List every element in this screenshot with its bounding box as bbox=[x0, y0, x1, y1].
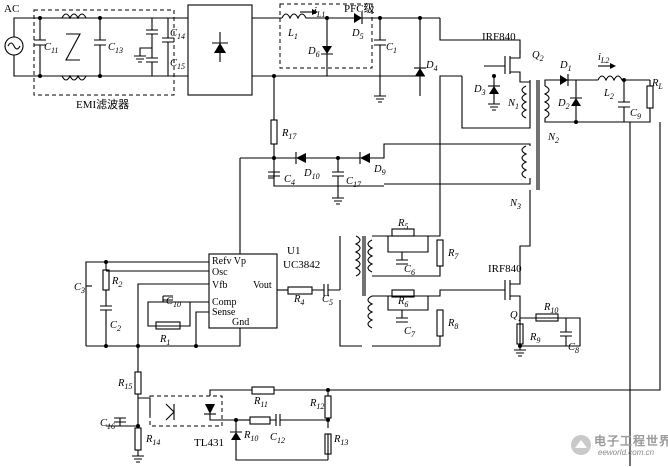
controller-ic bbox=[85, 158, 374, 347]
label-q1: Q1 bbox=[510, 310, 522, 323]
label-c1: C1 bbox=[386, 42, 397, 55]
label-d4: D4 bbox=[425, 60, 438, 73]
label-il2: iL2 bbox=[598, 52, 609, 65]
label-r9: R9 bbox=[529, 332, 540, 345]
label-r12: R12 bbox=[309, 398, 324, 411]
label-rl: RL bbox=[651, 78, 663, 91]
label-c7: C7 bbox=[404, 326, 416, 339]
label-r10a: R10 bbox=[543, 302, 558, 315]
secondary-output bbox=[560, 63, 654, 123]
label-d2: D2 bbox=[557, 98, 570, 111]
gate-drive bbox=[372, 75, 505, 347]
label-r4: R4 bbox=[293, 294, 304, 307]
component-labels: C11 C13 C14 C15 iL1 L1 D6 D5 C1 D4 Q2 D3… bbox=[44, 6, 663, 447]
emi-filter-box bbox=[24, 9, 188, 96]
label-r6: R6 bbox=[397, 296, 408, 309]
label-r8: R8 bbox=[447, 318, 458, 331]
label-d6: D6 bbox=[307, 46, 320, 59]
label-c5: C5 bbox=[322, 294, 333, 307]
label-r17: R17 bbox=[281, 128, 297, 141]
label-r1: R1 bbox=[159, 334, 170, 347]
shunt-reg-label: TL431 bbox=[194, 437, 224, 449]
label-n1: N1 bbox=[507, 98, 519, 111]
watermark-title: 电子工程世界 bbox=[594, 434, 668, 448]
pin-gnd: Gnd bbox=[232, 317, 249, 328]
label-l1: L1 bbox=[287, 28, 298, 41]
controller-pin-labels: Refv Vp Osc Vfb Comp Sense Gnd Vout bbox=[212, 256, 272, 328]
pfc-stage bbox=[279, 3, 440, 103]
label-c12: C12 bbox=[270, 432, 285, 445]
label-l2: L2 bbox=[603, 88, 614, 101]
watermark-url: eeworld.com.cn bbox=[598, 448, 655, 457]
bridge-rectifier bbox=[187, 4, 282, 96]
pfc-stage-label: PFC级 bbox=[344, 2, 375, 15]
label-d10: D10 bbox=[303, 168, 320, 181]
label-c8: C8 bbox=[568, 342, 579, 355]
label-d9: D9 bbox=[373, 164, 386, 177]
label-c6: C6 bbox=[404, 264, 415, 277]
controller-part-label: U1 bbox=[287, 245, 300, 257]
upper-switch bbox=[439, 18, 576, 190]
label-c4: C4 bbox=[284, 174, 295, 187]
label-c14: C14 bbox=[170, 28, 185, 41]
mosfet-top-label: IRF840 bbox=[482, 31, 516, 43]
pin-osc: Osc bbox=[212, 267, 228, 278]
label-c3: C3 bbox=[74, 282, 85, 295]
pin-vout: Vout bbox=[253, 280, 272, 291]
emi-filter-label: EMI滤波器 bbox=[76, 98, 129, 111]
block-labels: AC EMI滤波器 PFC级 IRF840 IRF840 U1 UC3842 T… bbox=[4, 2, 522, 449]
controller-name-label: UC3842 bbox=[283, 259, 320, 271]
label-r14: R14 bbox=[145, 434, 160, 447]
aux-supply bbox=[240, 76, 531, 205]
label-r15: R15 bbox=[117, 378, 132, 391]
label-c10: C10 bbox=[166, 296, 181, 309]
watermark-logo-icon bbox=[571, 435, 591, 455]
label-r13: R13 bbox=[333, 434, 348, 447]
label-d5: D5 bbox=[351, 28, 364, 41]
label-d3: D3 bbox=[473, 84, 486, 97]
label-r5: R5 bbox=[397, 218, 408, 231]
mosfet-bottom-label: IRF840 bbox=[488, 263, 522, 275]
label-c2: C2 bbox=[110, 320, 121, 333]
label-c16: C16 bbox=[100, 418, 115, 431]
pin-comp: Comp bbox=[212, 297, 236, 308]
label-c13: C13 bbox=[108, 42, 123, 55]
feedback bbox=[106, 122, 661, 466]
label-n3: N3 bbox=[509, 198, 521, 211]
label-il1: iL1 bbox=[314, 6, 325, 19]
label-r11: R11 bbox=[253, 396, 268, 409]
label-r2: R2 bbox=[111, 276, 122, 289]
label-r10b: R10 bbox=[243, 430, 258, 443]
label-c11: C11 bbox=[44, 42, 58, 55]
label-c17: C17 bbox=[346, 176, 362, 189]
label-c9: C9 bbox=[630, 108, 641, 121]
label-q2: Q2 bbox=[532, 50, 544, 63]
ac-source bbox=[4, 17, 24, 77]
label-d1: D1 bbox=[559, 60, 572, 73]
pin-sense: Sense bbox=[212, 307, 236, 318]
ac-source-label: AC bbox=[4, 3, 19, 15]
pin-refv-vp: Refv Vp bbox=[212, 256, 246, 267]
pin-vfb: Vfb bbox=[212, 280, 228, 291]
site-watermark: 电子工程世界 eeworld.com.cn bbox=[568, 432, 668, 464]
lower-switch bbox=[504, 190, 581, 357]
junction-dots bbox=[38, 16, 626, 428]
label-r7: R7 bbox=[447, 248, 459, 261]
label-c15: C15 bbox=[170, 58, 185, 71]
label-n2: N2 bbox=[547, 132, 559, 145]
